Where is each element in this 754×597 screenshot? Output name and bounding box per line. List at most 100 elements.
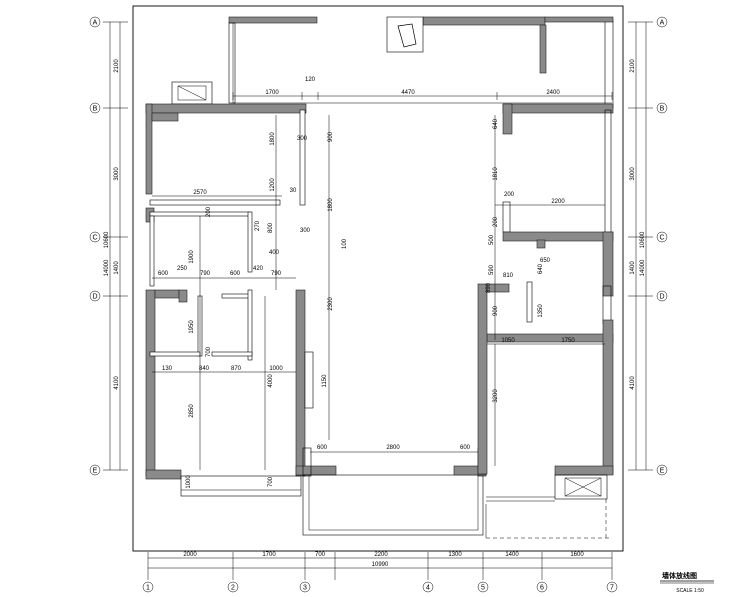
dim-h-18: 1050 [501, 338, 515, 344]
bottom-dim-4: 2200 [374, 552, 388, 558]
dim-v-11: 100 [342, 238, 348, 249]
top-dim-2: 120 [305, 77, 316, 83]
dim-v-27: 3200 [493, 389, 499, 403]
dim-v-25: 900 [493, 305, 499, 316]
walls [145, 103, 614, 539]
bottom-dim-6: 1400 [505, 552, 519, 558]
right-axis-markers: A B C D E [656, 16, 668, 476]
dim-h-11: 1000 [269, 366, 283, 372]
bottom-dim-2: 1700 [262, 552, 276, 558]
left-dim-1: 2100 [114, 59, 120, 73]
axis-bottom-7: 7 [610, 585, 614, 592]
left-dim-partial: 14000 [104, 259, 110, 276]
dim-v-3: 1200 [270, 178, 276, 192]
left-dim-2: 3000 [114, 167, 120, 181]
dim-h-13: 600 [317, 445, 328, 451]
bottom-dimension-chain: 2000 1700 700 2200 1300 1400 1600 10990 [147, 552, 613, 580]
axis-bottom-3: 3 [303, 585, 307, 592]
dim-h-14: 600 [460, 445, 471, 451]
bottom-dim-7: 1600 [570, 552, 584, 558]
left-dim-4: 4100 [114, 376, 120, 390]
right-dim-3: 1400 [630, 261, 636, 275]
interior-dimension-labels: 2570 600 250 790 600 420 790 130 840 870… [158, 118, 575, 488]
dim-v-7: 300 [300, 228, 311, 234]
dim-h-10: 870 [231, 366, 242, 372]
dim-v-4: 900 [328, 131, 334, 142]
title-block: 墙体放线图 SCALE 1:50 [660, 571, 714, 594]
axis-right-1: A [660, 20, 665, 27]
dim-v-13: 1150 [322, 374, 328, 388]
axis-left-3: C [92, 235, 97, 242]
dim-h-19: 1750 [561, 338, 575, 344]
bottom-axis-markers: 1 2 3 4 5 6 7 [142, 581, 618, 593]
bottom-dim-total: 10990 [372, 562, 389, 568]
sheet-border [132, 5, 624, 552]
axis-bottom-5: 5 [481, 585, 485, 592]
dim-v-20: 640 [493, 118, 499, 129]
dim-v-29: 1350 [538, 304, 544, 318]
left-dim-total: 10600 [104, 231, 110, 248]
dim-v-16: 700 [206, 346, 212, 357]
bottom-dim-1: 2000 [183, 552, 197, 558]
dim-v-9: 200 [206, 206, 212, 217]
axis-bottom-1: 1 [146, 585, 150, 592]
dim-h-7: 790 [271, 271, 282, 277]
dim-h-2: 600 [158, 271, 169, 277]
dim-v-8: 1800 [328, 198, 334, 212]
top-dim-3: 4470 [401, 90, 415, 96]
axis-left-2: B [93, 106, 98, 113]
dim-v-15: 2850 [189, 404, 195, 418]
dim-h-16: 650 [540, 258, 551, 264]
axis-right-3: C [659, 235, 664, 242]
dim-h-21: 200 [504, 192, 515, 198]
dim-v-2: 300 [297, 136, 308, 142]
dim-v-18: 700 [268, 476, 274, 487]
dim-h-17: 810 [503, 273, 514, 279]
dim-v-26: 640 [538, 263, 544, 274]
right-dim-total: 10600 [640, 231, 646, 248]
dim-v-21: 1810 [493, 167, 499, 181]
right-dim-2: 3000 [630, 167, 636, 181]
dim-v-17: 1900 [189, 250, 195, 264]
dim-h-1: 2570 [193, 190, 207, 196]
top-dim-4: 2400 [546, 90, 560, 96]
dim-v-1: 1800 [270, 132, 276, 146]
interior-dimension-lines [152, 115, 605, 470]
left-dim-3: 1400 [114, 261, 120, 275]
dim-h-12: 2800 [386, 445, 400, 451]
dim-v-12: 2300 [328, 297, 334, 311]
top-dim-1: 1700 [265, 90, 279, 96]
dim-v-23: 500 [489, 234, 495, 245]
dim-v-10: 1950 [189, 320, 195, 334]
axis-bottom-6: 6 [540, 585, 544, 592]
right-dimension-chain: 2100 3000 1400 4100 14000 10600 [628, 21, 653, 471]
left-dimension-chain: 2100 3000 1400 4100 14000 10600 [103, 21, 128, 471]
dim-v-14: 4000 [268, 374, 274, 388]
axis-left-4: D [92, 294, 97, 301]
right-dim-1: 2100 [630, 59, 636, 73]
axis-left-1: A [93, 20, 98, 27]
axis-bottom-2: 2 [231, 585, 235, 592]
top-balcony-outline: 1700 120 4470 2400 [171, 16, 614, 109]
dim-h-6: 420 [253, 266, 264, 272]
bottom-dim-3: 700 [315, 552, 326, 558]
dim-v-5: 270 [255, 220, 261, 231]
left-axis-markers: A B C D E [89, 16, 101, 476]
bottom-dim-5: 1300 [448, 552, 462, 558]
dim-h-9: 840 [199, 366, 210, 372]
drawing-scale: SCALE 1:50 [676, 588, 704, 594]
dim-h-4: 790 [200, 271, 211, 277]
right-dim-4: 4100 [630, 376, 636, 390]
axis-right-2: B [660, 106, 665, 113]
dim-v-6: 800 [268, 222, 274, 233]
dim-h-20: 30 [290, 188, 297, 194]
dim-h-5: 600 [230, 271, 241, 277]
right-dim-partial: 14000 [640, 259, 646, 276]
axis-bottom-4: 4 [426, 585, 430, 592]
dim-v-22: 200 [493, 216, 499, 227]
dim-h-8: 130 [162, 366, 173, 372]
axis-left-5: E [93, 468, 98, 475]
dim-v-19: 1000 [186, 475, 192, 489]
dim-v-24: 590 [489, 264, 495, 275]
